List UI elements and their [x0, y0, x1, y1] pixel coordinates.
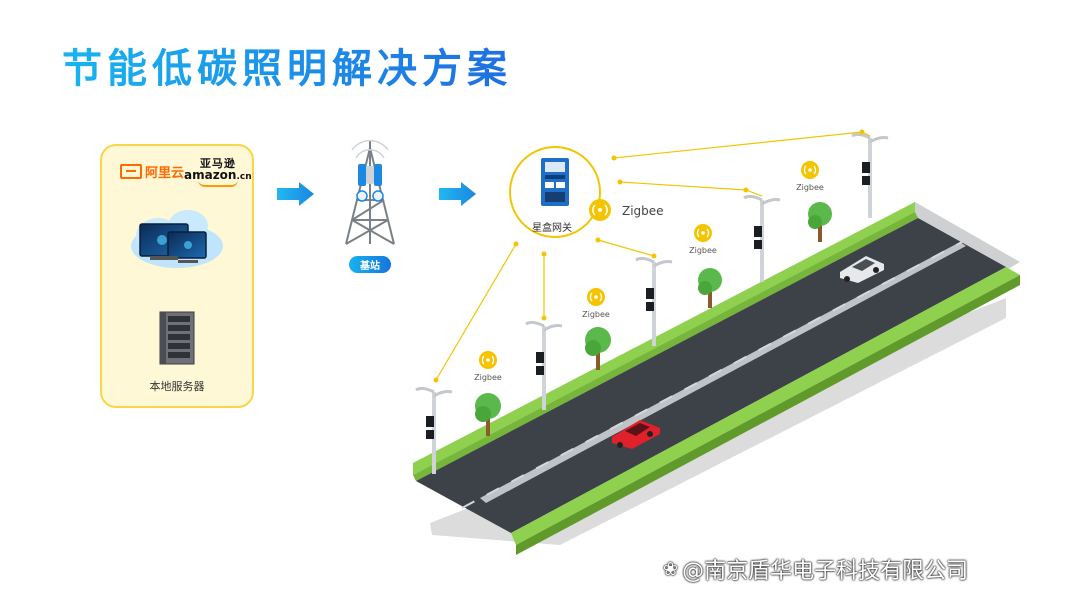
- antenna-panels: [356, 164, 384, 202]
- street-lamp-icon: [525, 320, 563, 410]
- server-rack-icon: [159, 311, 195, 365]
- red-car-icon: [612, 420, 660, 449]
- connection-dots: [433, 129, 865, 383]
- gateway-label: 星盒网关: [532, 223, 572, 234]
- zigbee-label: Zigbee: [582, 310, 610, 319]
- white-car-icon: [840, 256, 884, 283]
- lane-markings: [461, 241, 963, 509]
- zigbee-label: Zigbee: [689, 246, 717, 255]
- zigbee-label: Zigbee: [474, 373, 502, 382]
- aliyun-logo: 阿里云: [120, 162, 184, 181]
- base-station-tower-icon: [345, 139, 395, 245]
- cloud-monitors-icon: [131, 210, 223, 268]
- zigbee-signal-icon: [694, 224, 712, 242]
- zigbee-signal-icon: [589, 199, 611, 221]
- street-lamp-icon: [851, 132, 889, 218]
- paw-icon: ❀: [663, 558, 679, 580]
- aliyun-icon: [120, 164, 142, 179]
- watermark-text: @南京盾华电子科技有限公司: [682, 559, 969, 584]
- amazon-smile-icon: [197, 180, 238, 187]
- gateway-device-icon: [509, 146, 601, 238]
- tree-icon: [808, 202, 832, 242]
- tree-icon: [698, 268, 722, 308]
- zigbee-signal-icon: [801, 161, 819, 179]
- zigbee-main-label: Zigbee: [622, 204, 664, 218]
- amazon-suffix: .cn: [236, 172, 252, 182]
- tree-icon: [585, 327, 611, 370]
- street-lamp-icon: [743, 194, 781, 282]
- zigbee-label: Zigbee: [796, 183, 824, 192]
- street-lamp-icon: [415, 386, 453, 474]
- tree-icon: [475, 393, 501, 436]
- amazon-logo: 亚马逊 amazon.cn: [184, 158, 252, 187]
- amazon-cn-label: 亚马逊: [199, 157, 236, 170]
- base-station-label: 基站: [349, 256, 391, 273]
- page-title: 节能低碳照明解决方案: [62, 36, 512, 94]
- watermark: ❀ @南京盾华电子科技有限公司: [663, 553, 968, 585]
- zigbee-signal-icon: [587, 288, 605, 306]
- arrow-right-icon: [277, 182, 314, 206]
- server-label: 本地服务器: [149, 380, 205, 393]
- zigbee-signal-icon: [479, 351, 497, 369]
- aliyun-label: 阿里云: [145, 166, 185, 181]
- street-lamp-icon: [635, 256, 673, 346]
- cloud-server-panel: 阿里云 亚马逊 amazon.cn 本地服务器: [100, 144, 254, 408]
- amazon-en-label: amazon: [184, 168, 237, 182]
- arrow-right-icon: [439, 182, 476, 206]
